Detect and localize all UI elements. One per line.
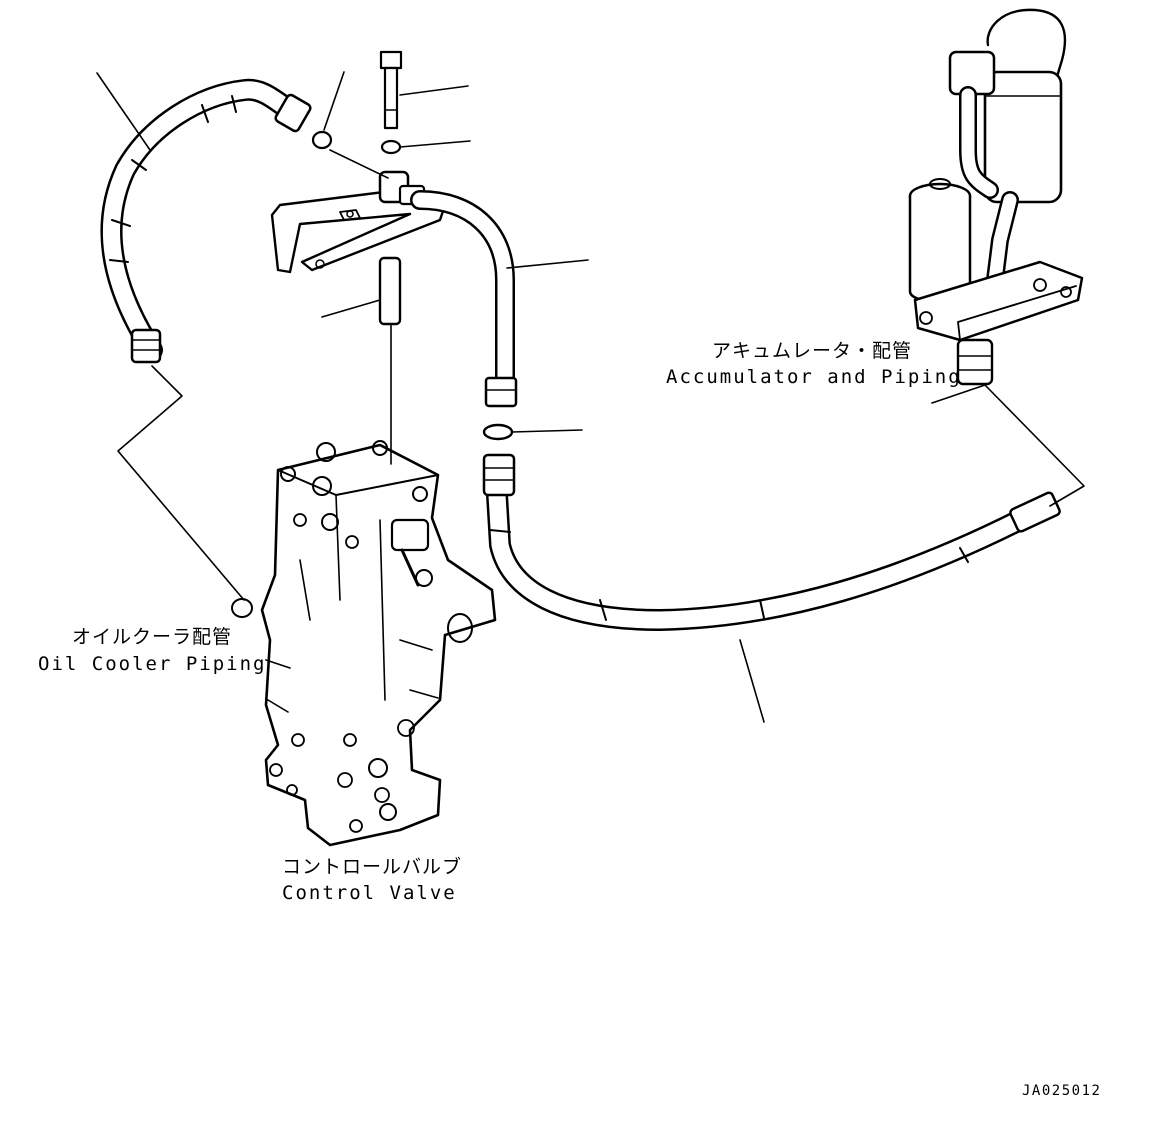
control-valve-label-jp: コントロールバルブ [282,856,463,878]
oil-cooler-label-jp: オイルクーラ配管 [72,626,233,648]
accumulator-assembly [908,8,1084,386]
oil-cooler-label-en: Oil Cooler Piping [38,653,267,675]
accumulator-label-en: Accumulator and Piping [666,366,962,388]
control-valve-body [231,440,497,847]
leader-lines [96,71,1085,723]
control-valve-label-en: Control Valve [282,882,457,904]
washer [380,139,402,155]
spacer-tube [378,256,402,326]
drawing-code: JA025012 [1022,1083,1102,1099]
steel-tube [410,190,518,408]
oil-cooler-hose [100,78,312,364]
accumulator-hose [482,453,1061,631]
o-ring-lower [482,423,514,441]
o-ring-upper [311,130,333,150]
accumulator-label-jp: アキュムレータ・配管 [712,340,913,362]
bolt [379,50,403,130]
